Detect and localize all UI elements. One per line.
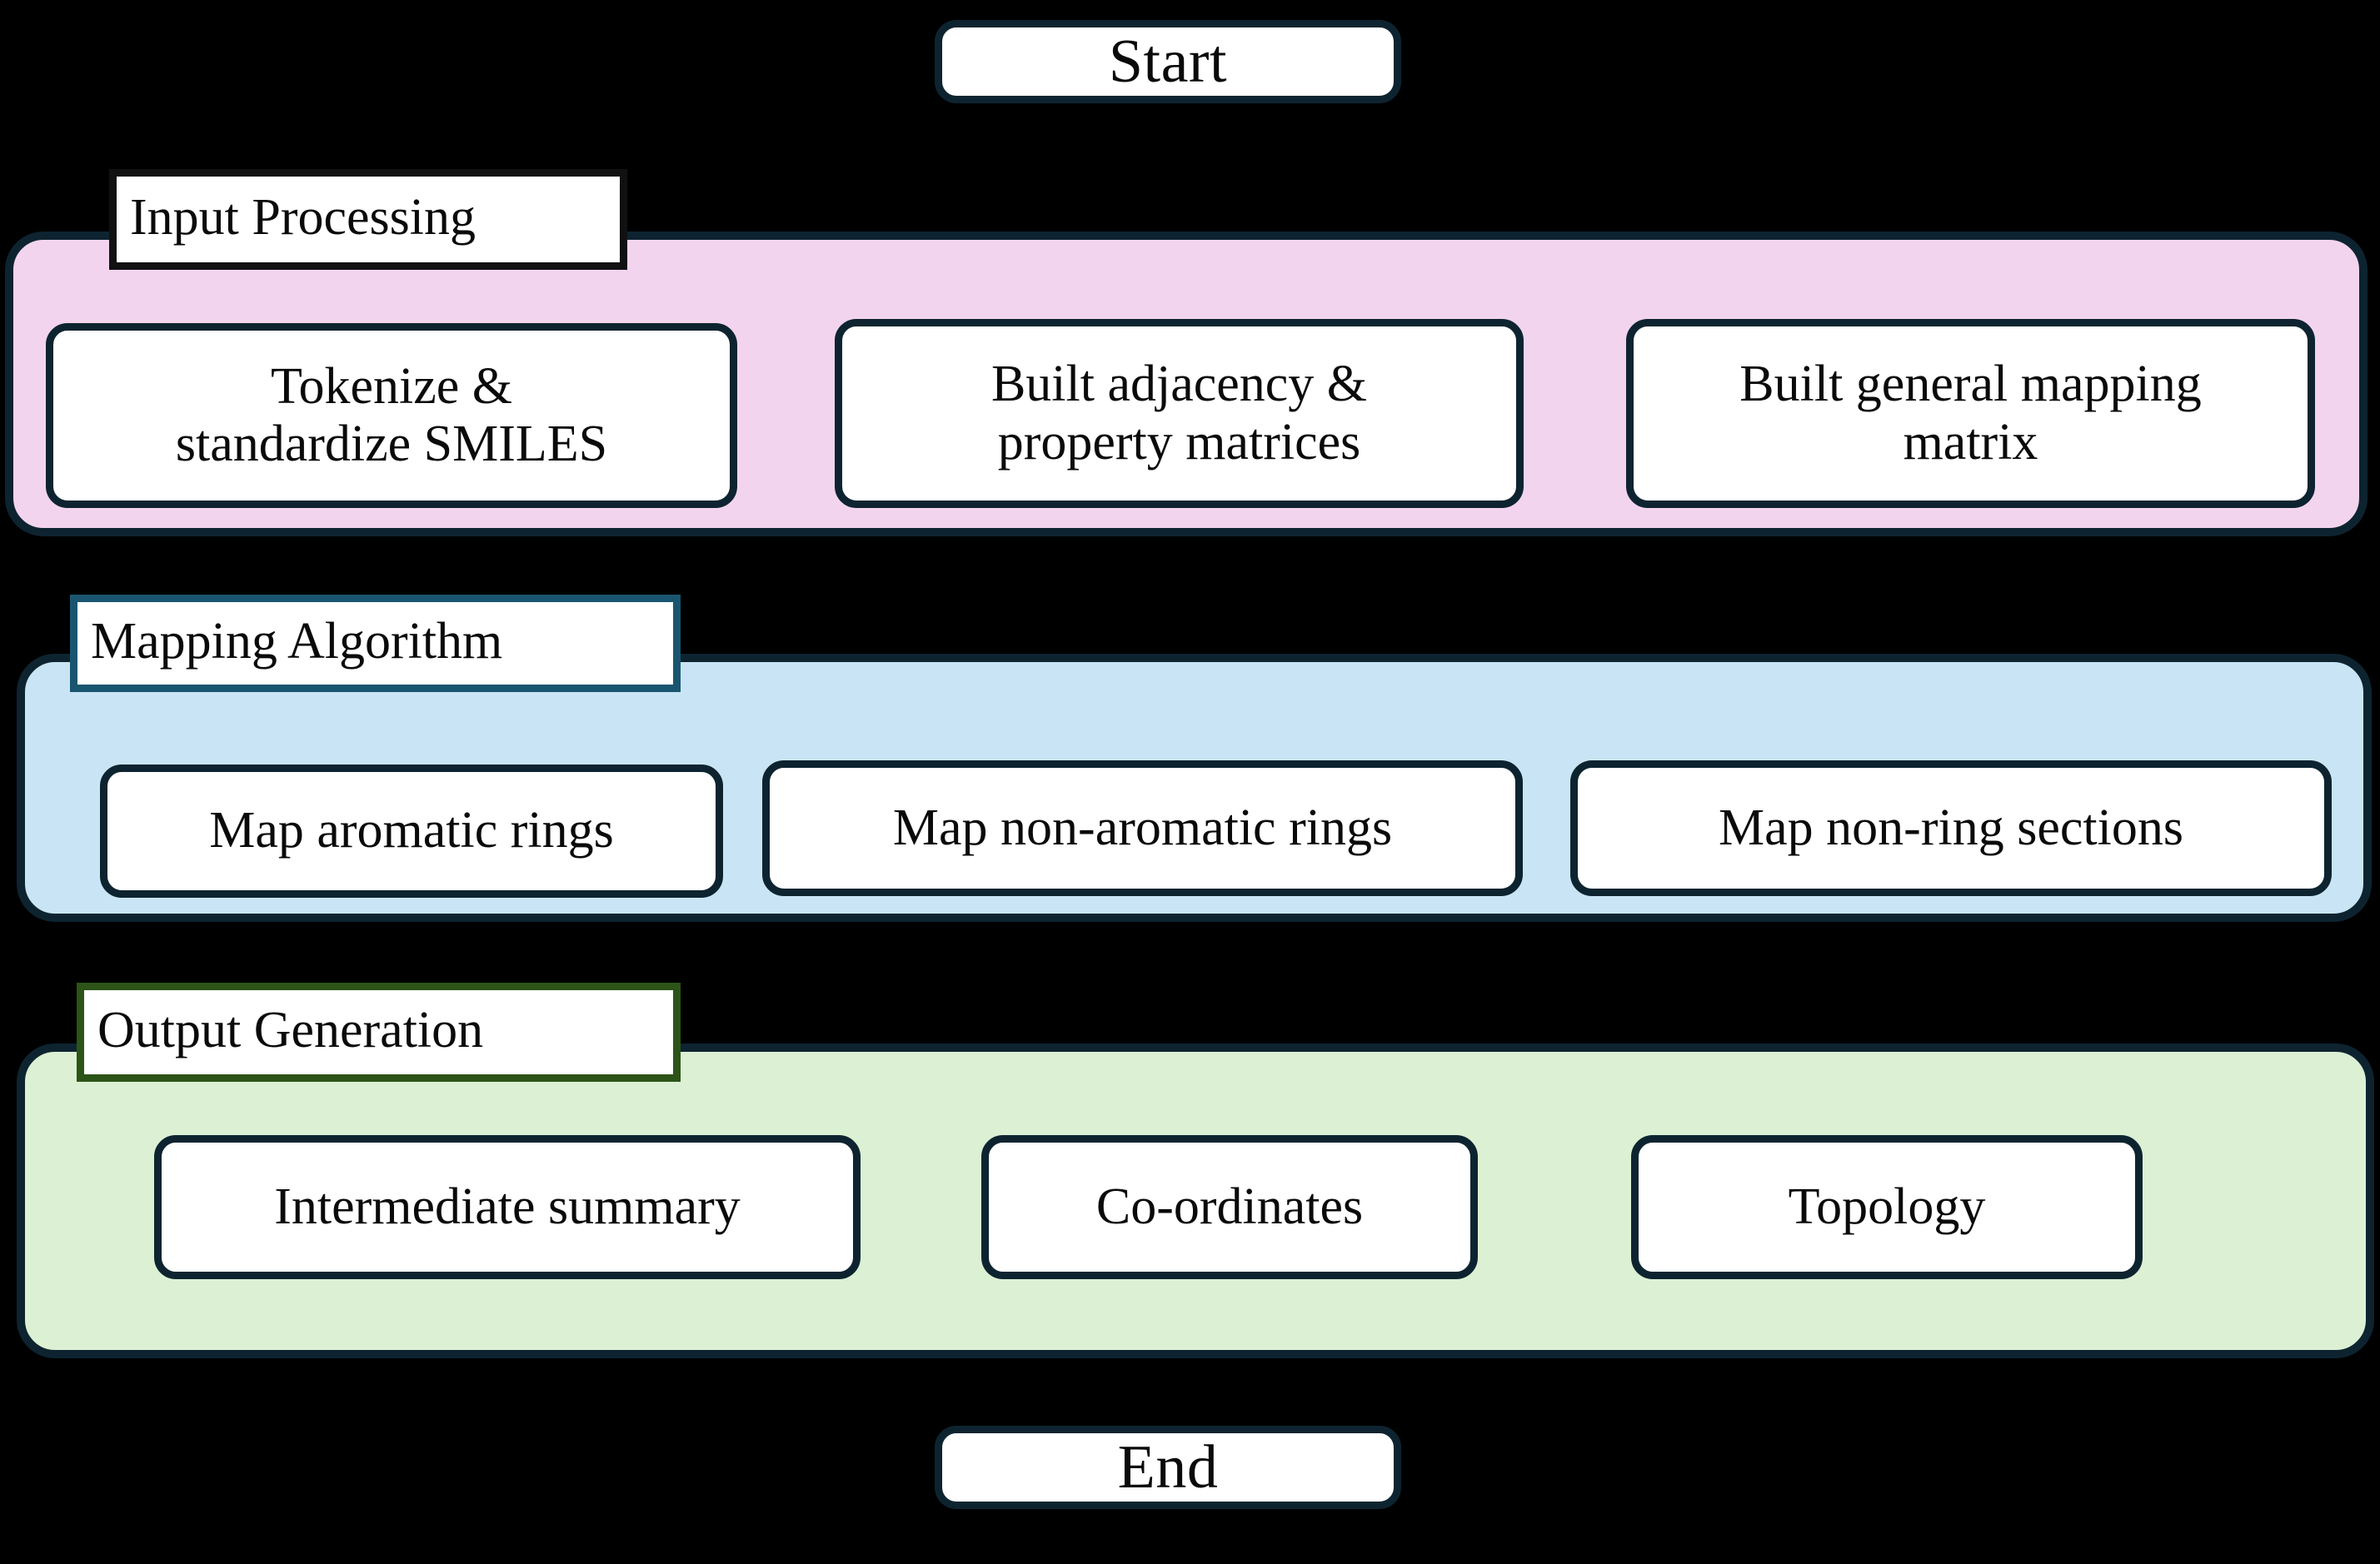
step-label: Map non-aromatic rings bbox=[892, 799, 1393, 856]
group-title-label: Input Processing bbox=[130, 188, 476, 246]
step-map-non-ring-sections: Map non-ring sections bbox=[1570, 760, 2332, 896]
step-label: Built adjacency &property matrices bbox=[990, 356, 1368, 471]
end-node-label: End bbox=[1117, 1433, 1219, 1502]
step-label: Intermediate summary bbox=[274, 1178, 741, 1235]
step-tokenize-standardize-smiles: Tokenize &standardize SMILES bbox=[46, 323, 737, 508]
group-title-output-generation: Output Generation bbox=[77, 983, 681, 1082]
group-title-mapping-algorithm: Mapping Algorithm bbox=[70, 595, 681, 692]
group-title-label: Mapping Algorithm bbox=[91, 612, 503, 670]
step-label: Topology bbox=[1788, 1178, 1986, 1235]
step-topology: Topology bbox=[1631, 1135, 2143, 1279]
step-built-adjacency-property-matrices: Built adjacency &property matrices bbox=[835, 319, 1524, 508]
group-title-label: Output Generation bbox=[97, 1001, 484, 1058]
step-label: Tokenize &standardize SMILES bbox=[175, 357, 608, 472]
start-node-label: Start bbox=[1108, 27, 1228, 96]
step-map-aromatic-rings: Map aromatic rings bbox=[100, 765, 723, 898]
step-map-non-aromatic-rings: Map non-aromatic rings bbox=[762, 760, 1523, 896]
group-title-input-processing: Input Processing bbox=[109, 169, 627, 270]
step-label: Map aromatic rings bbox=[209, 802, 614, 859]
step-label: Map non-ring sections bbox=[1719, 799, 2183, 856]
step-label: Co-ordinates bbox=[1095, 1178, 1364, 1235]
step-intermediate-summary: Intermediate summary bbox=[154, 1135, 861, 1279]
start-node: Start bbox=[935, 20, 1401, 103]
end-node: End bbox=[935, 1426, 1401, 1509]
step-co-ordinates: Co-ordinates bbox=[981, 1135, 1478, 1279]
